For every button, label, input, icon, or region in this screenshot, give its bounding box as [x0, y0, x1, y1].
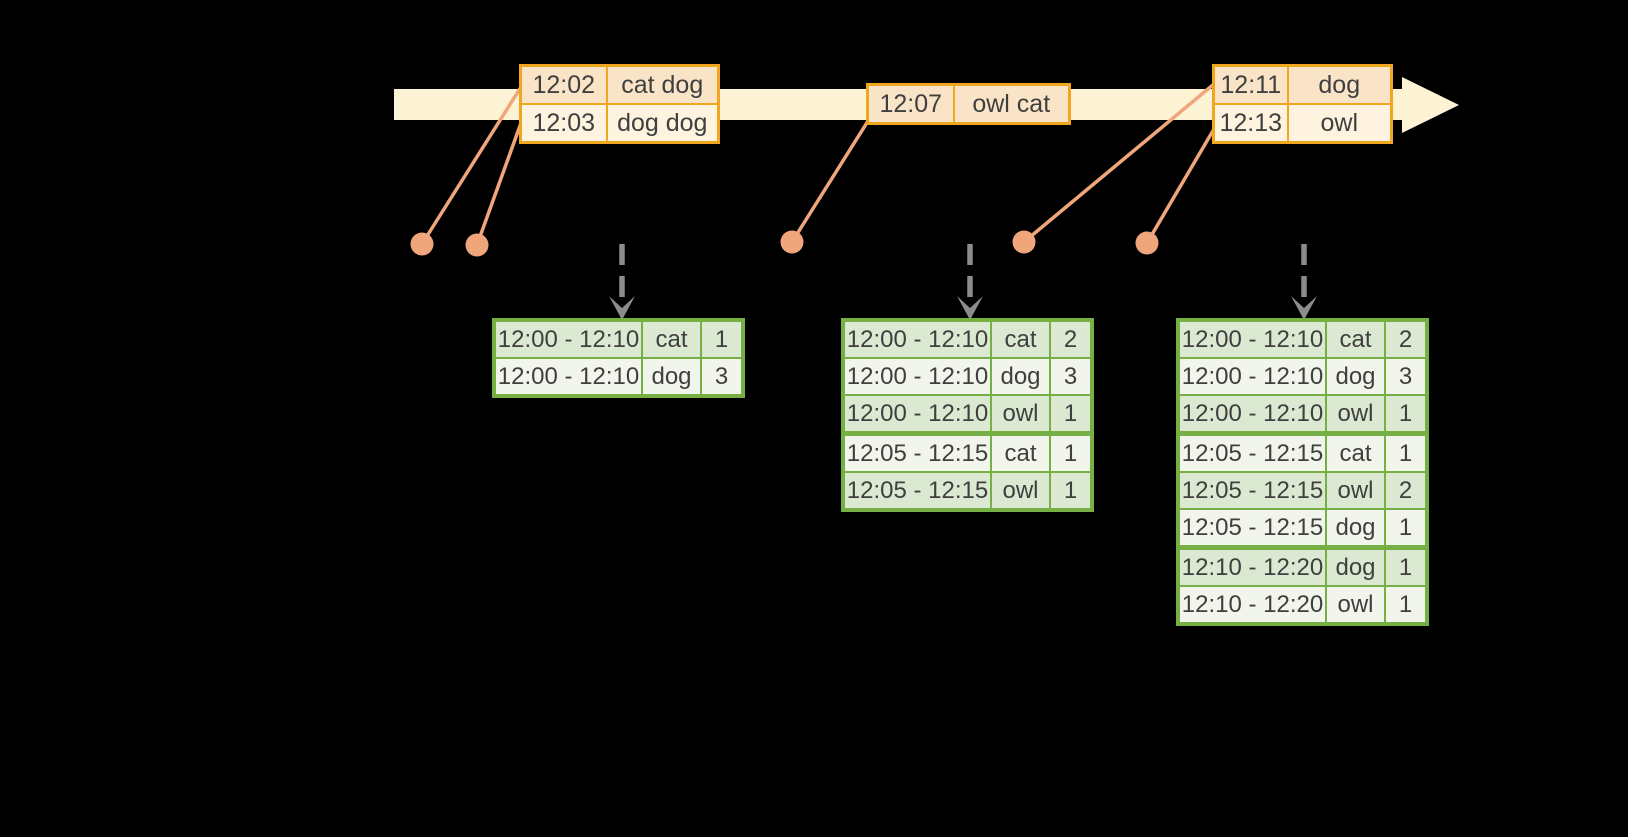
count-cell: 2	[1049, 319, 1093, 359]
event-time-cell: 12:13	[1212, 103, 1289, 144]
event-time-cell: 12:03	[519, 103, 608, 144]
table-row: 12:05 - 12:15 cat 1	[842, 431, 1093, 473]
count-cell: 1	[1049, 471, 1093, 511]
event-words-cell: cat dog	[605, 64, 720, 105]
count-cell: 1	[1049, 431, 1093, 473]
table-row: 12:00 - 12:10 dog 3	[842, 357, 1093, 396]
table-row: 12:05 - 12:15 cat 1	[1177, 431, 1428, 473]
count-cell: 3	[1049, 357, 1093, 396]
window-cell: 12:00 - 12:10	[493, 357, 643, 397]
window-cell: 12:05 - 12:15	[1177, 471, 1327, 510]
event-words-cell: dog dog	[605, 103, 720, 144]
word-cell: cat	[641, 319, 702, 359]
window-cell: 12:00 - 12:10	[842, 357, 992, 396]
word-cell: cat	[1325, 319, 1386, 359]
result-table-1: 12:00 - 12:10 cat 1 12:00 - 12:10 dog 3	[492, 318, 745, 398]
event-connector-line	[1145, 128, 1216, 244]
event-words-cell: owl cat	[952, 83, 1071, 125]
table-row: 12:10 - 12:20 dog 1	[1177, 545, 1428, 587]
word-cell: owl	[990, 394, 1051, 435]
table-row: 12:05 - 12:15 dog 1	[1177, 508, 1428, 549]
word-cell: owl	[1325, 394, 1386, 435]
event-words-cell: dog	[1286, 64, 1393, 105]
window-cell: 12:00 - 12:10	[842, 394, 992, 435]
table-row: 12:10 - 12:20 owl 1	[1177, 585, 1428, 625]
word-cell: dog	[1325, 545, 1386, 587]
count-cell: 3	[700, 357, 744, 397]
count-cell: 1	[1049, 394, 1093, 435]
window-cell: 12:10 - 12:20	[1177, 585, 1327, 625]
word-cell: dog	[1325, 357, 1386, 396]
count-cell: 2	[1384, 319, 1428, 359]
event-dot	[1012, 230, 1036, 254]
table-row: 12:07 owl cat	[866, 83, 1071, 125]
timeline-arrowhead-icon	[1402, 77, 1459, 133]
table-row: 12:00 - 12:10 dog 3	[1177, 357, 1428, 396]
table-row: 12:00 - 12:10 owl 1	[842, 394, 1093, 435]
count-cell: 2	[1384, 471, 1428, 510]
trigger-arrow-icon	[1291, 244, 1317, 320]
table-row: 12:00 - 12:10 cat 2	[842, 319, 1093, 359]
event-dot	[780, 230, 804, 254]
trigger-arrow-icon	[609, 244, 635, 320]
table-row: 12:00 - 12:10 owl 1	[1177, 394, 1428, 435]
event-connector-line	[1022, 82, 1216, 244]
event-time-cell: 12:11	[1212, 64, 1289, 105]
table-row: 12:03 dog dog	[519, 103, 720, 144]
table-row: 12:11 dog	[1212, 64, 1393, 105]
table-row: 12:00 - 12:10 cat 1	[493, 319, 744, 359]
result-table-3: 12:00 - 12:10 cat 2 12:00 - 12:10 dog 3 …	[1176, 318, 1429, 626]
event-time-cell: 12:02	[519, 64, 608, 105]
event-table-1: 12:02 cat dog 12:03 dog dog	[519, 64, 720, 144]
event-connector-line	[420, 86, 523, 245]
table-row: 12:00 - 12:10 dog 3	[493, 357, 744, 397]
count-cell: 1	[1384, 545, 1428, 587]
count-cell: 1	[1384, 508, 1428, 549]
event-time-cell: 12:07	[866, 83, 955, 125]
count-cell: 1	[1384, 585, 1428, 625]
event-words-cell: owl	[1286, 103, 1393, 144]
trigger-arrow-icon	[957, 244, 983, 320]
window-cell: 12:10 - 12:20	[1177, 545, 1327, 587]
word-cell: dog	[990, 357, 1051, 396]
event-table-3: 12:11 dog 12:13 owl	[1212, 64, 1393, 144]
table-row: 12:13 owl	[1212, 103, 1393, 144]
event-connector-line	[790, 120, 870, 243]
window-cell: 12:05 - 12:15	[1177, 508, 1327, 549]
table-row: 12:02 cat dog	[519, 64, 720, 105]
window-cell: 12:00 - 12:10	[493, 319, 643, 359]
table-row: 12:05 - 12:15 owl 2	[1177, 471, 1428, 510]
event-connector-line	[475, 122, 523, 246]
event-dot	[465, 233, 489, 257]
window-cell: 12:00 - 12:10	[1177, 357, 1327, 396]
window-cell: 12:00 - 12:10	[1177, 319, 1327, 359]
word-cell: cat	[990, 319, 1051, 359]
count-cell: 3	[1384, 357, 1428, 396]
table-row: 12:05 - 12:15 owl 1	[842, 471, 1093, 511]
count-cell: 1	[1384, 394, 1428, 435]
event-dot	[410, 232, 434, 256]
count-cell: 1	[700, 319, 744, 359]
window-cell: 12:05 - 12:15	[842, 471, 992, 511]
word-cell: dog	[641, 357, 702, 397]
result-table-2: 12:00 - 12:10 cat 2 12:00 - 12:10 dog 3 …	[841, 318, 1094, 512]
word-cell: owl	[990, 471, 1051, 511]
event-dot	[1135, 231, 1159, 255]
window-cell: 12:00 - 12:10	[1177, 394, 1327, 435]
word-cell: cat	[990, 431, 1051, 473]
table-row: 12:00 - 12:10 cat 2	[1177, 319, 1428, 359]
word-cell: dog	[1325, 508, 1386, 549]
window-cell: 12:00 - 12:10	[842, 319, 992, 359]
count-cell: 1	[1384, 431, 1428, 473]
word-cell: owl	[1325, 585, 1386, 625]
event-table-2: 12:07 owl cat	[866, 83, 1071, 125]
window-cell: 12:05 - 12:15	[1177, 431, 1327, 473]
window-cell: 12:05 - 12:15	[842, 431, 992, 473]
word-cell: cat	[1325, 431, 1386, 473]
word-cell: owl	[1325, 471, 1386, 510]
